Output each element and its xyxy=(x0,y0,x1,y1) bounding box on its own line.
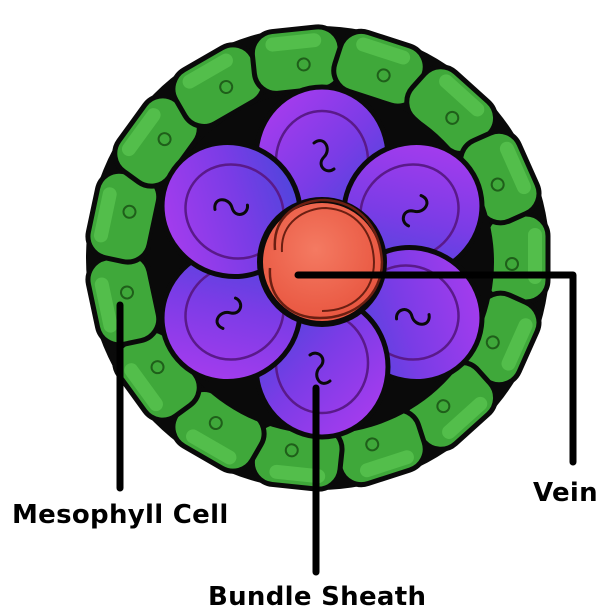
vein-label: Vein xyxy=(533,480,598,506)
mesophyll-cell xyxy=(250,25,344,96)
mesophyll-cell-label: Mesophyll Cell xyxy=(12,502,229,528)
mesophyll-cell xyxy=(486,214,548,302)
vein xyxy=(260,200,384,324)
bundle-sheath-label: Bundle Sheath xyxy=(208,584,426,610)
